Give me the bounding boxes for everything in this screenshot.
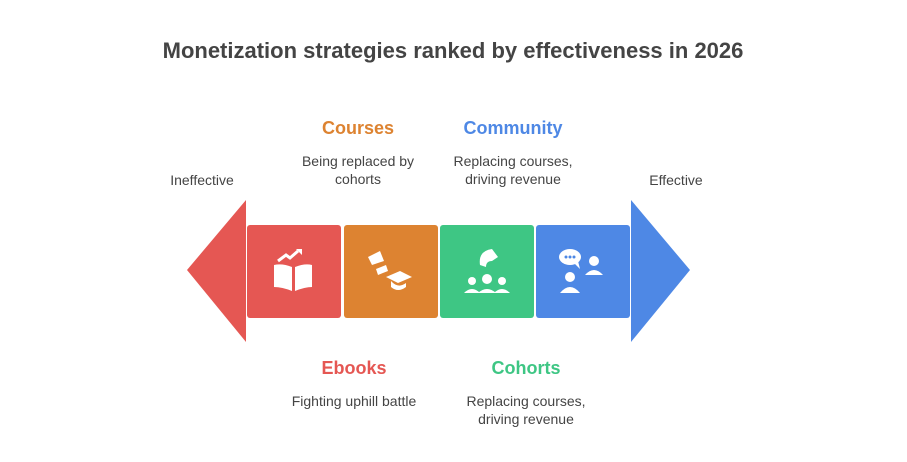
community-desc: Replacing courses, driving revenue bbox=[453, 153, 573, 187]
community-box bbox=[536, 225, 630, 318]
courses-desc: Being replaced by cohorts bbox=[301, 153, 415, 187]
group-question-icon bbox=[464, 248, 510, 293]
left-arrowhead bbox=[187, 200, 246, 342]
community-title: Community bbox=[463, 118, 563, 138]
cohorts-desc: Replacing courses, driving revenue bbox=[466, 393, 586, 427]
cohorts-box bbox=[440, 225, 534, 318]
ebooks-desc: Fighting uphill battle bbox=[291, 393, 417, 409]
right-arrowhead bbox=[631, 200, 690, 342]
people-chat-icon bbox=[559, 248, 603, 293]
page-title: Monetization strategies ranked by effect… bbox=[162, 38, 744, 63]
cohorts-title: Cohorts bbox=[491, 358, 561, 378]
graduation-cap-icon bbox=[368, 250, 412, 290]
ebooks-title: Ebooks bbox=[321, 358, 387, 378]
ebooks-box bbox=[247, 225, 341, 318]
scale-right-label: Effective bbox=[649, 172, 703, 188]
book-growth-icon bbox=[274, 248, 312, 291]
courses-box bbox=[344, 225, 438, 318]
courses-title: Courses bbox=[321, 118, 395, 138]
scale-left-label: Ineffective bbox=[170, 172, 234, 188]
